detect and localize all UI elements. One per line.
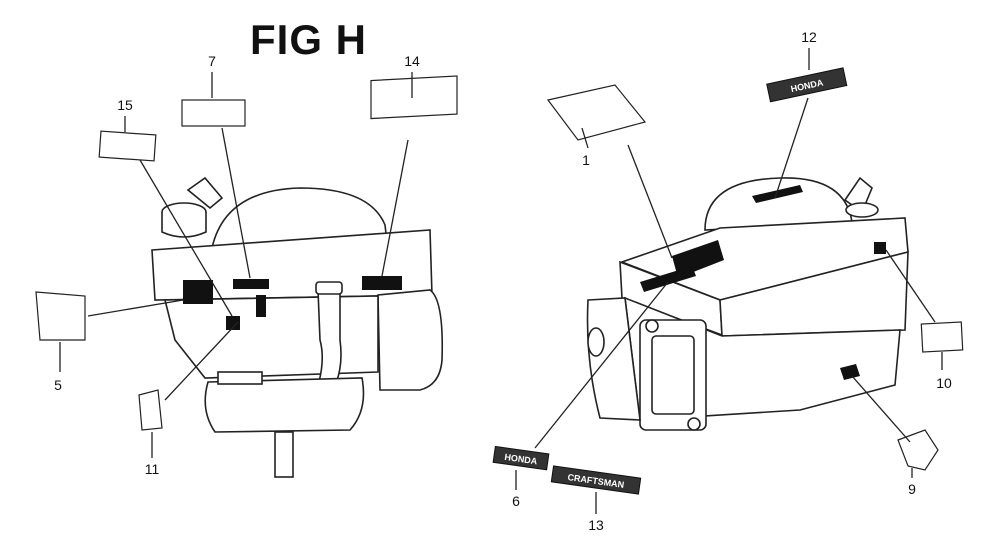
- label-mark-9: [840, 364, 860, 380]
- bolt-1: [645, 319, 659, 333]
- cylinder-head: [586, 297, 641, 421]
- figure-title: FIG H: [250, 16, 367, 63]
- leader-11: [164, 321, 239, 401]
- label-mark-6: [640, 266, 696, 292]
- leader-14: [381, 139, 409, 277]
- dipstick-tube: [314, 287, 342, 393]
- left-engine: [151, 176, 444, 478]
- leader-10: [885, 249, 936, 323]
- leader-9: [851, 375, 911, 443]
- bolt-2: [687, 417, 701, 431]
- leader-6: [534, 281, 669, 449]
- leader-1-left: [581, 127, 589, 149]
- engine-dome: [211, 187, 389, 251]
- label-mark-7b: [256, 295, 266, 317]
- callout-5: 5: [54, 377, 62, 393]
- fuel-filler-neck: [161, 212, 207, 238]
- leader-15: [139, 159, 233, 317]
- emblem-13: CRAFTSMAN: [550, 465, 642, 495]
- shroud-side-right: [719, 250, 909, 337]
- leader-1: [627, 144, 673, 259]
- intake-port: [587, 327, 605, 357]
- callout-11: 11: [145, 461, 160, 477]
- callout-13: 13: [588, 517, 604, 533]
- leader-7: [221, 127, 251, 279]
- label-7: [181, 99, 246, 127]
- callout-12: 12: [801, 29, 817, 45]
- side-housing: [377, 289, 444, 391]
- label-1: [546, 84, 647, 141]
- label-15: [98, 130, 157, 162]
- right-engine: [586, 176, 909, 431]
- emblem-6-text: HONDA: [504, 452, 539, 467]
- leader-12: [774, 97, 809, 199]
- filler-cap-right: [845, 202, 879, 218]
- oil-filler-cap: [186, 176, 224, 210]
- callout-14: 14: [404, 53, 420, 69]
- label-mark-15: [226, 316, 240, 330]
- engine-base: [204, 377, 365, 433]
- label-mark-14: [362, 276, 402, 290]
- leader-5: [87, 299, 184, 317]
- mount-bracket: [217, 371, 263, 385]
- callout-10: 10: [936, 375, 952, 391]
- dipstick-handle: [315, 281, 343, 295]
- callout-6: 6: [512, 493, 520, 509]
- callout-1: 1: [582, 152, 590, 168]
- label-10: [920, 321, 964, 353]
- label-11: [138, 389, 163, 431]
- label-5: [35, 291, 86, 341]
- emblem-12: HONDA: [766, 67, 848, 103]
- label-mark-12: [752, 185, 803, 203]
- callout-9: 9: [908, 481, 916, 497]
- callout-7: 7: [208, 53, 216, 69]
- crankshaft: [274, 431, 294, 478]
- label-mark-5: [183, 280, 213, 304]
- emblem-6: HONDA: [492, 445, 550, 471]
- muffler-guard: [651, 335, 695, 415]
- label-14: [370, 75, 458, 120]
- label-mark-7: [233, 279, 269, 289]
- label-mark-10: [874, 242, 886, 254]
- engine-dome-right: [704, 177, 853, 231]
- callout-15: 15: [117, 97, 133, 113]
